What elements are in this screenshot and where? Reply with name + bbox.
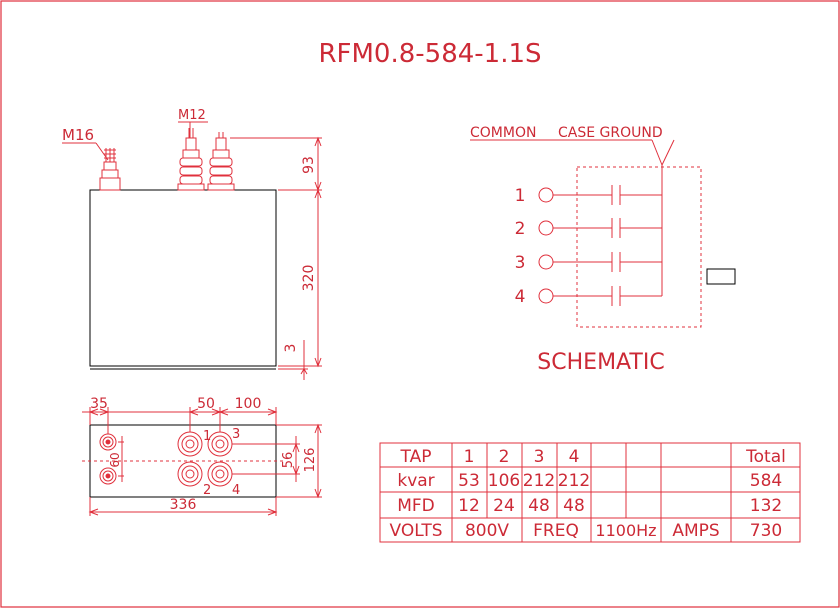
front-view: M16 M12 [62, 108, 322, 380]
dim-56: 56 [281, 452, 296, 469]
tap-label-3: 3 [515, 253, 526, 273]
bushing-left [177, 128, 205, 191]
ground-block [706, 268, 736, 285]
tap-total: Total [745, 447, 786, 467]
mfd-total: 132 [750, 496, 782, 516]
schematic-caption: SCHEMATIC [537, 350, 664, 375]
tap-cell: 2 [499, 447, 510, 467]
front-dimensions [230, 136, 322, 380]
spec-table: TAP 1 2 3 4 Total kvar 53 106 212 212 58… [379, 442, 801, 543]
top-view: 1 3 2 4 [82, 396, 322, 516]
volts-value: 800V [465, 521, 509, 541]
top-term-2: 2 [203, 483, 211, 498]
dim-336: 336 [170, 497, 197, 513]
dim-35: 35 [90, 396, 108, 412]
kvar-cell: 53 [458, 471, 480, 491]
amps-label: AMPS [672, 521, 719, 541]
tap-cell: 1 [464, 447, 475, 467]
dim-60: 60 [108, 452, 122, 467]
kvar-cell: 106 [488, 471, 520, 491]
bushing-top-4 [207, 461, 233, 487]
tap-cell: 3 [534, 447, 545, 467]
amps-value: 730 [750, 521, 782, 541]
m12-leader [178, 121, 208, 138]
case-ground-label: CASE GROUND [558, 125, 663, 141]
m16-leader [62, 142, 109, 161]
dim-100: 100 [235, 396, 262, 412]
kvar-cell: 212 [523, 471, 555, 491]
dim-126: 126 [303, 448, 318, 473]
mfd-row-label: MFD [397, 496, 435, 516]
tap-cell: 4 [569, 447, 580, 467]
m16-stud-top-upper [99, 433, 117, 451]
tap-terminals [538, 187, 554, 304]
schematic: COMMON CASE GROUND 1 2 3 4 [470, 125, 736, 375]
tap-row-label: TAP [400, 447, 432, 467]
mfd-cell: 48 [528, 496, 550, 516]
case-outline [576, 166, 702, 328]
common-label: COMMON [470, 125, 536, 141]
freq-label: FREQ [533, 521, 579, 541]
bushing-top-3 [207, 431, 233, 457]
dim-93: 93 [301, 156, 317, 174]
drawing-title: RFM0.8-584-1.1S [318, 39, 541, 69]
table-grid [379, 442, 801, 543]
dim-50: 50 [197, 396, 215, 412]
kvar-total: 584 [750, 471, 782, 491]
tap-label-2: 2 [515, 219, 526, 239]
top-term-4: 4 [232, 483, 240, 498]
mfd-cell: 48 [563, 496, 585, 516]
top-term-1: 1 [203, 429, 211, 444]
schematic-wiring [470, 139, 675, 306]
top-dimensions [82, 407, 322, 516]
mfd-cell: 24 [493, 496, 515, 516]
volts-label: VOLTS [389, 521, 442, 541]
kvar-cell: 212 [558, 471, 590, 491]
kvar-row-label: kvar [397, 471, 434, 491]
dim-320: 320 [301, 265, 317, 292]
m16-stud-top-lower [99, 467, 117, 485]
m12-label: M12 [178, 108, 206, 123]
freq-value: 1100Hz [595, 521, 656, 540]
dim-3: 3 [283, 344, 299, 353]
bushing-top-1 [177, 431, 203, 457]
bushing-top-2 [177, 461, 203, 487]
m16-terminal [99, 148, 121, 191]
bushing-right [207, 132, 235, 191]
tap-label-1: 1 [515, 186, 526, 206]
capacitor-body [89, 189, 277, 367]
tap-label-4: 4 [515, 287, 526, 307]
top-term-3: 3 [232, 427, 240, 442]
m16-label: M16 [62, 126, 94, 144]
mfd-cell: 12 [458, 496, 480, 516]
